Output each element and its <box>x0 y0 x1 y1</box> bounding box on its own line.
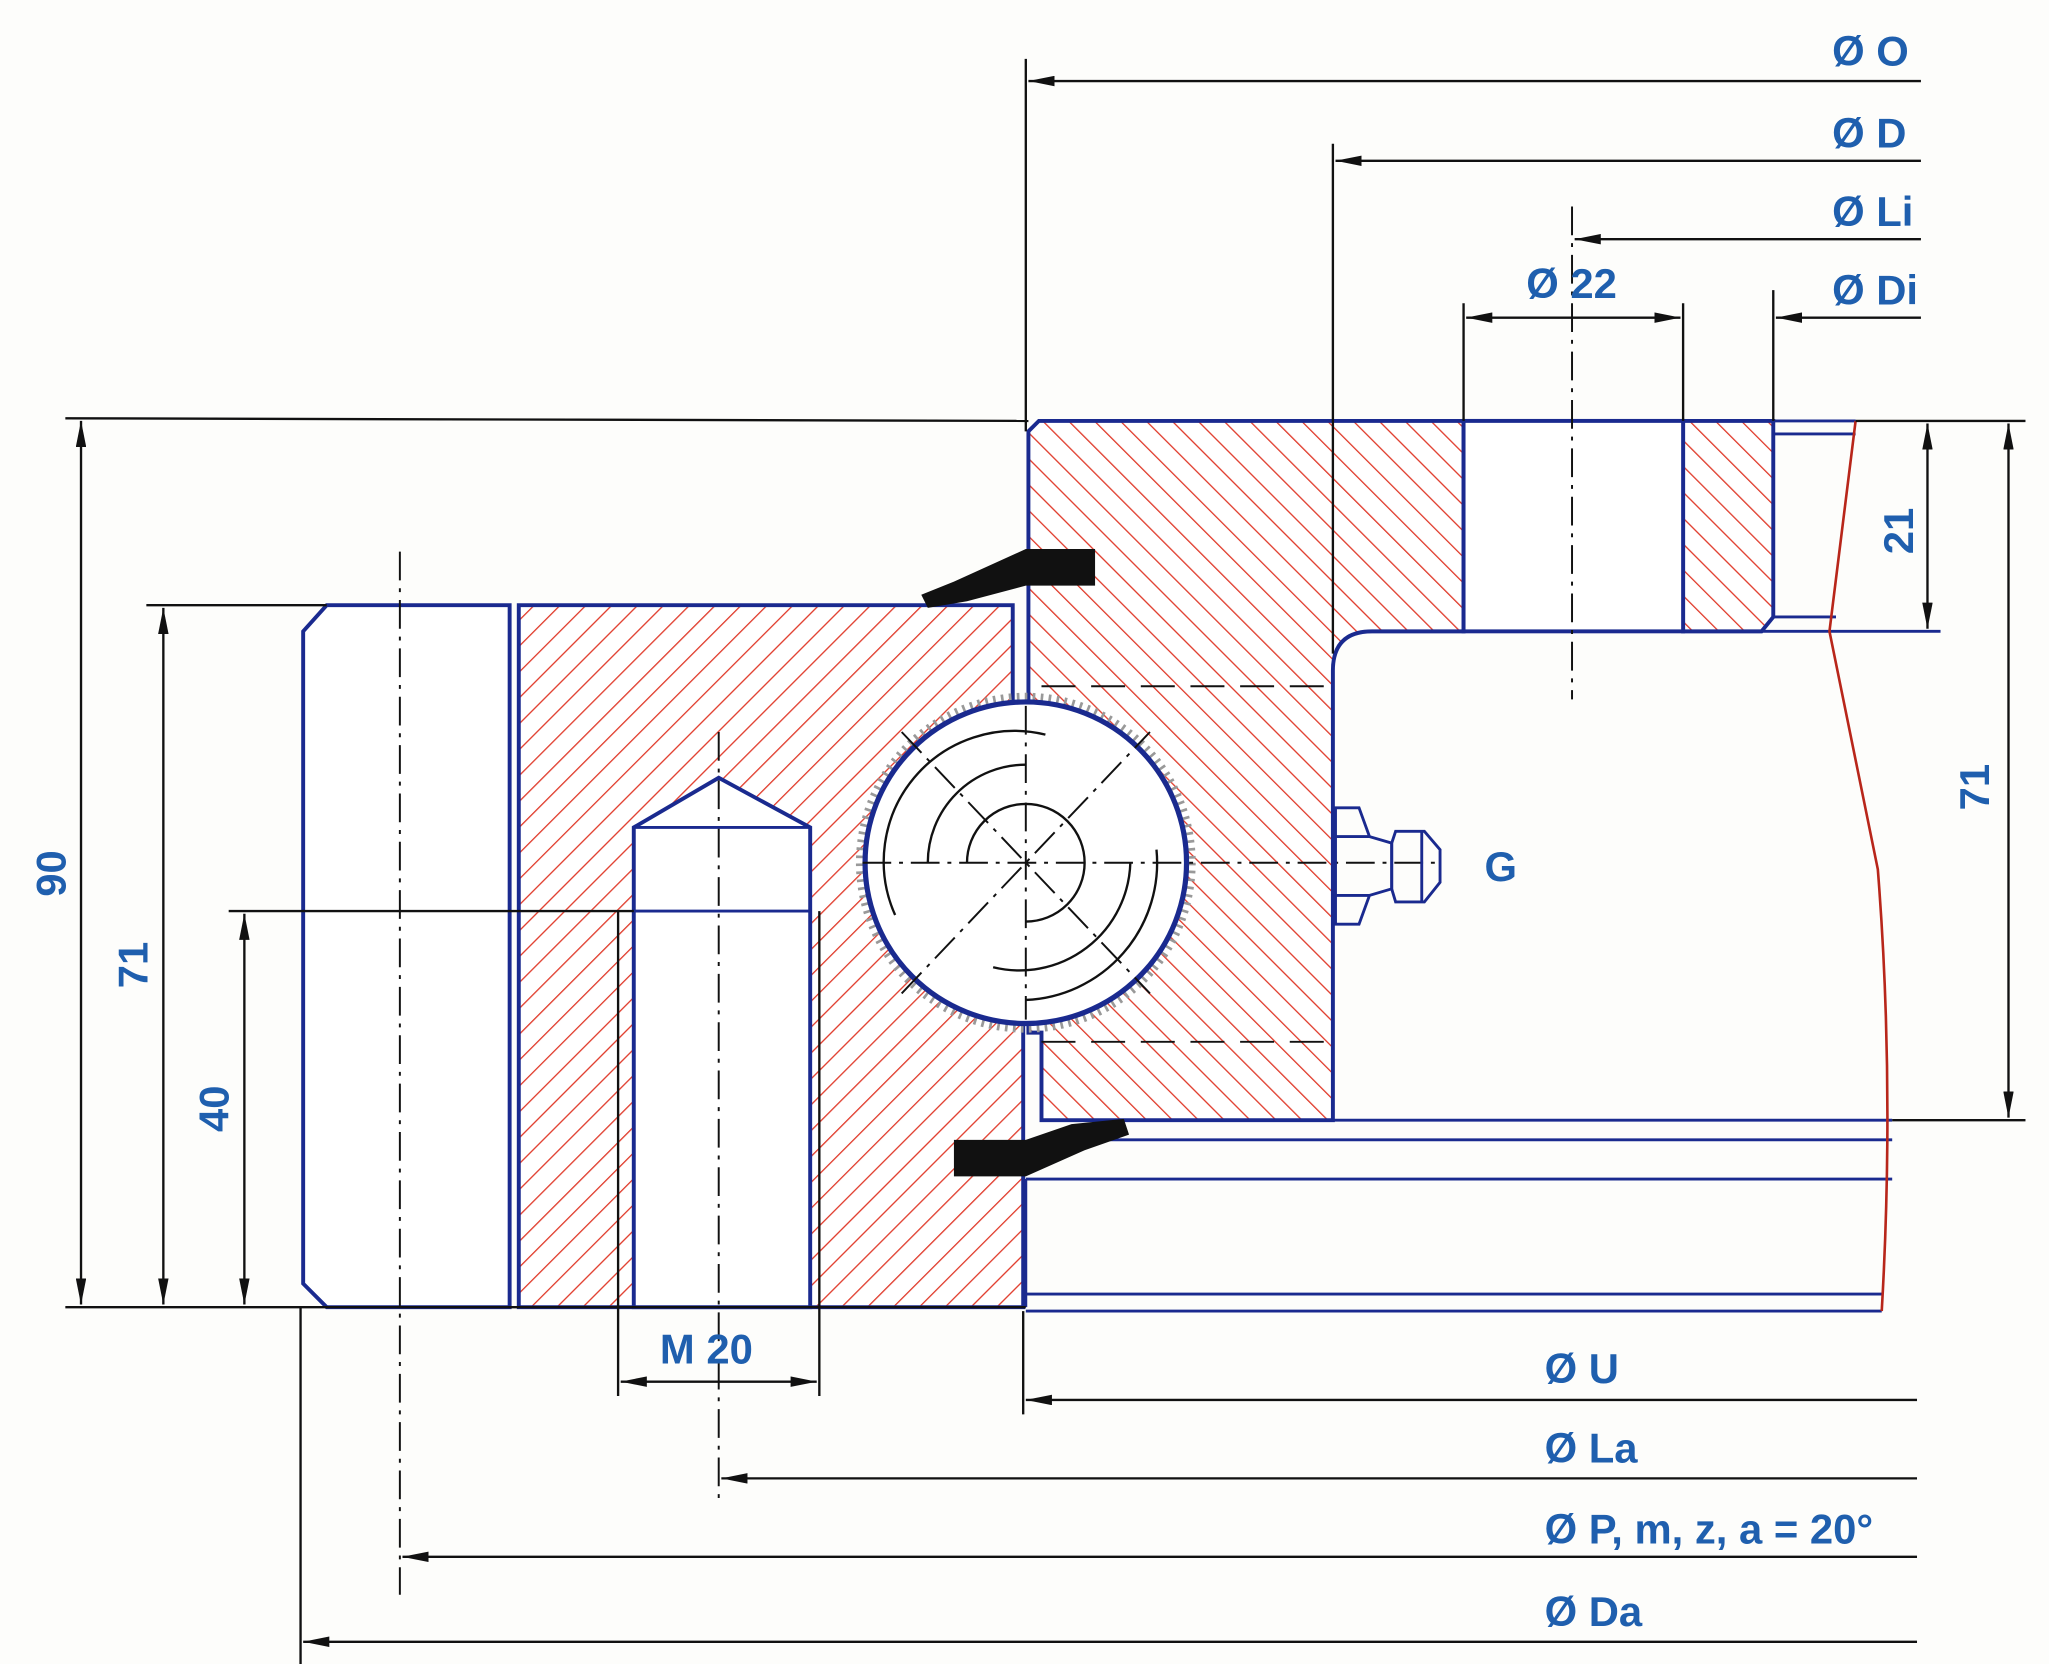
upper-seal <box>921 549 1096 608</box>
dim-total-90: 90 <box>27 850 74 897</box>
dim-depth-40: 40 <box>191 1085 238 1132</box>
dim-flange-21: 21 <box>1875 508 1922 555</box>
left-dimensions: 90 71 40 <box>27 417 1029 1309</box>
top-dimensions: Ø O Ø D Ø Li Ø Di Ø 22 <box>1024 27 1921 654</box>
lower-seal <box>953 1118 1130 1177</box>
threaded-hole <box>631 775 813 1310</box>
ring-extension <box>1024 420 1893 1313</box>
dim-da: Ø Da <box>1545 1588 1643 1635</box>
outer-ring <box>1026 418 1941 1123</box>
thread-m20: M 20 <box>660 1325 753 1372</box>
rolling-ball <box>855 692 1438 1033</box>
dim-hole-22: Ø 22 <box>1526 260 1617 307</box>
dim-u: Ø U <box>1545 1345 1619 1392</box>
bottom-dimensions: M 20 Ø U Ø La Ø P, m, z, a = 20° Ø Da <box>299 911 1918 1664</box>
right-dimensions: 21 71 G <box>1484 419 2026 1122</box>
dim-ring-71: 71 <box>1951 764 1998 811</box>
dim-la: Ø La <box>1545 1425 1639 1472</box>
dim-di: Ø Di <box>1832 267 1918 314</box>
dim-d: Ø D <box>1832 110 1906 157</box>
dim-o: Ø O <box>1832 27 1909 74</box>
dim-p-gear: Ø P, m, z, a = 20° <box>1545 1506 1874 1553</box>
label-g: G <box>1484 843 1517 890</box>
seals <box>921 549 1130 1177</box>
dim-inner-71: 71 <box>110 942 157 989</box>
dim-li: Ø Li <box>1832 188 1913 235</box>
grease-nipple-icon <box>1334 806 1442 926</box>
